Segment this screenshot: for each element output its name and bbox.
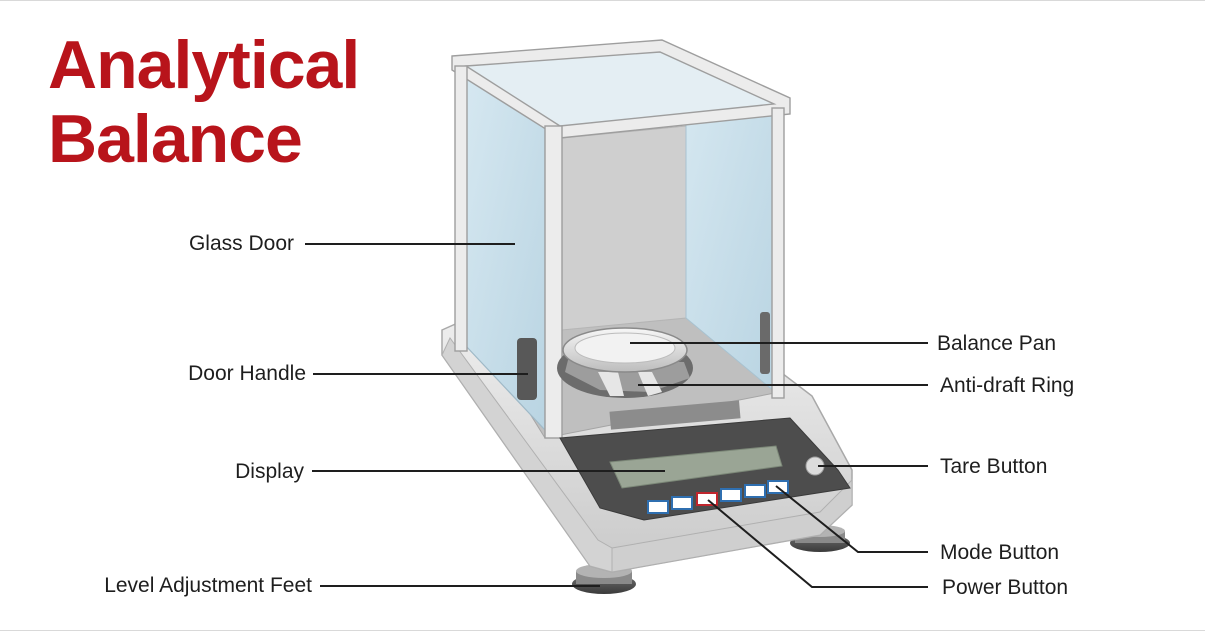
door-handle	[517, 338, 537, 400]
top-border	[0, 0, 1205, 1]
title-line-2: Balance	[48, 101, 303, 177]
control-panel	[559, 400, 851, 521]
title-line-1: Analytical	[48, 27, 360, 103]
leader-lines	[305, 243, 928, 588]
mode-key-2[interactable]	[671, 496, 693, 510]
mode-key-3[interactable]	[720, 488, 742, 502]
mode-key-1[interactable]	[647, 500, 669, 514]
label-display: Display	[235, 460, 304, 483]
mode-key-4[interactable]	[744, 484, 766, 498]
label-door-handle: Door Handle	[188, 362, 306, 385]
label-glass-door: Glass Door	[188, 232, 294, 255]
chamber-frame	[451, 39, 791, 439]
page-title: Analytical Balance	[48, 27, 360, 177]
button-row	[647, 480, 789, 514]
label-level-adjustment-feet: Level Adjustment Feet	[104, 574, 312, 597]
display-window-top	[609, 400, 741, 430]
label-anti-draft-ring: Anti-draft Ring	[940, 374, 1075, 397]
label-balance-pan: Balance Pan	[937, 332, 1057, 355]
leader-mode-button	[775, 485, 928, 553]
back-wall	[561, 125, 687, 331]
balance-pan	[562, 327, 688, 373]
display-screen	[609, 445, 783, 489]
leader-power-button	[707, 499, 928, 588]
label-mode-button: Mode Button	[940, 541, 1060, 564]
power-button[interactable]	[696, 492, 718, 506]
label-power-button: Power Button	[942, 576, 1069, 599]
label-tare-button: Tare Button	[940, 455, 1048, 478]
